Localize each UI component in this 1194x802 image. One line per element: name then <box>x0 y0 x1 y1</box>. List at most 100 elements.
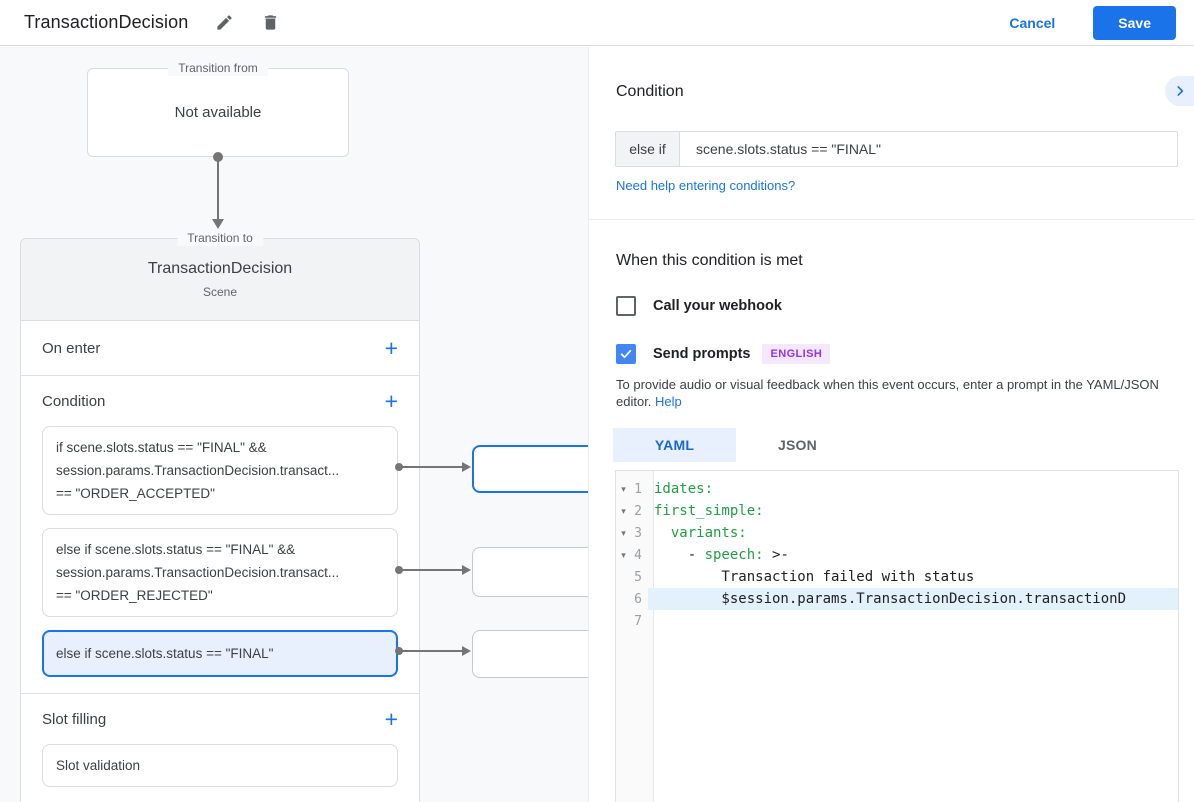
condition-list: if scene.slots.status == "FINAL" && sessi… <box>42 426 398 677</box>
fold-arrow-icon[interactable]: ▾ <box>621 505 626 516</box>
yaml-text-token: $session.params.TransactionDecision.tran… <box>654 591 1127 607</box>
editor-gutter <box>616 471 654 802</box>
cancel-button[interactable]: Cancel <box>1009 14 1056 31</box>
line-number: 4 <box>634 547 642 563</box>
slot-filling-section: Slot filling + Slot validation <box>21 694 419 802</box>
collapse-panel-button[interactable] <box>1165 76 1194 106</box>
send-prompts-label: Send prompts <box>653 346 751 362</box>
on-enter-row[interactable]: On enter + <box>21 321 419 376</box>
transition-to-card: Transition to TransactionDecision Scene … <box>20 231 420 802</box>
condition-prefix-label: else if <box>616 132 680 166</box>
arrow-right-icon <box>462 646 471 656</box>
chevron-right-icon <box>1176 86 1183 96</box>
fold-arrow-icon[interactable]: ▾ <box>621 483 626 494</box>
yaml-key-token: variants: <box>654 525 747 541</box>
connector-line <box>402 569 462 571</box>
add-slot-button[interactable]: + <box>384 706 398 732</box>
arrow-right-icon <box>462 462 471 472</box>
webhook-label: Call your webhook <box>653 298 782 314</box>
code-line-text: - speech: >- <box>648 544 1178 566</box>
code-line-text: $session.params.TransactionDecision.tran… <box>648 588 1178 610</box>
yaml-key-token: first_simple: <box>654 503 764 519</box>
send-prompts-checkbox[interactable] <box>616 344 636 364</box>
condition-item-line: session.params.TransactionDecision.trans… <box>56 463 340 478</box>
transition-to-legend: Transition to <box>177 231 263 246</box>
line-number: 6 <box>634 591 642 607</box>
condition-item-line: == "ORDER_REJECTED" <box>56 588 213 603</box>
line-number: 7 <box>634 613 642 629</box>
prompt-hint-text: To provide audio or visual feedback when… <box>616 377 1168 410</box>
conditions-help-link[interactable]: Need help entering conditions? <box>616 178 796 193</box>
line-number: 1 <box>634 481 642 497</box>
condition-section: Condition + if scene.slots.status == "FI… <box>21 376 419 694</box>
slot-filling-head: Slot filling + <box>42 706 398 732</box>
condition-item-line: if scene.slots.status == "FINAL" && <box>56 440 267 455</box>
webhook-checkbox[interactable] <box>616 296 636 316</box>
condition-expression-input[interactable] <box>680 132 1177 166</box>
hint-body: To provide audio or visual feedback when… <box>616 377 1159 409</box>
hint-help-link[interactable]: Help <box>655 393 682 409</box>
add-on-enter-button[interactable]: + <box>384 335 398 361</box>
fold-arrow-icon[interactable]: ▾ <box>621 549 626 560</box>
editor-line[interactable]: 6 $session.params.TransactionDecision.tr… <box>616 588 1178 610</box>
condition-item-line: else if scene.slots.status == "FINAL" && <box>56 542 296 557</box>
language-badge: ENGLISH <box>762 344 831 364</box>
checkmark-icon <box>620 349 632 359</box>
destination-scene-box-selected[interactable] <box>472 445 588 493</box>
when-condition-heading: When this condition is met <box>616 252 803 269</box>
destination-scene-box[interactable] <box>472 630 588 678</box>
save-button[interactable]: Save <box>1093 5 1176 40</box>
condition-item-selected[interactable]: else if scene.slots.status == "FINAL" <box>42 630 398 677</box>
fold-arrow-icon[interactable]: ▾ <box>621 527 626 538</box>
page-title: TransactionDecision <box>24 12 189 32</box>
transition-from-legend: Transition from <box>168 61 268 76</box>
trash-icon <box>264 15 276 30</box>
editor-tabs: YAML JSON <box>613 428 859 462</box>
scene-flow-diagram: Transition from Not available Transition… <box>0 47 588 802</box>
add-condition-button[interactable]: + <box>384 388 398 414</box>
line-number: 2 <box>634 503 642 519</box>
panel-divider <box>589 219 1194 220</box>
yaml-text-token: - <box>654 547 705 563</box>
editor-line[interactable]: 7 <box>616 610 1178 632</box>
condition-detail-panel: Condition else if Need help entering con… <box>588 47 1194 802</box>
slot-validation-item[interactable]: Slot validation <box>42 744 398 787</box>
condition-item[interactable]: if scene.slots.status == "FINAL" && sessi… <box>42 426 398 515</box>
condition-item-line: else if scene.slots.status == "FINAL" <box>56 646 274 661</box>
condition-section-head: Condition + <box>42 388 398 414</box>
slot-filling-label: Slot filling <box>42 710 107 728</box>
editor-line[interactable]: ▾ 4 - speech: >- <box>616 544 1178 566</box>
condition-section-label: Condition <box>42 392 106 410</box>
connector-dot <box>395 463 403 471</box>
panel-condition-heading: Condition <box>616 83 684 100</box>
scene-subtitle: Scene <box>202 285 238 299</box>
editor-line[interactable]: ▾ 2 first_simple: <box>616 500 1178 522</box>
connector-line <box>402 466 462 468</box>
condition-item[interactable]: else if scene.slots.status == "FINAL" &&… <box>42 528 398 617</box>
connector-line <box>217 159 219 219</box>
editor-line[interactable]: ▾ 3 variants: <box>616 522 1178 544</box>
condition-item-line: session.params.TransactionDecision.trans… <box>56 565 340 580</box>
yaml-key-token: speech: <box>704 547 764 563</box>
editor-line[interactable]: ▾ 1 idates: <box>616 478 1178 500</box>
code-line-text <box>648 610 1178 632</box>
yaml-key-token: idates: <box>654 481 714 497</box>
webhook-row: Call your webhook <box>616 296 782 316</box>
line-number: 5 <box>634 569 642 585</box>
tab-yaml[interactable]: YAML <box>613 428 736 462</box>
delete-button[interactable] <box>260 13 280 33</box>
editor-line[interactable]: 5 Transaction failed with status <box>616 566 1178 588</box>
yaml-editor[interactable]: ▾ 1 idates: ▾ 2 first_simple: ▾ 3 variants: ▾ 4 -… <box>615 470 1179 802</box>
code-line-text: idates: <box>648 478 1178 500</box>
scene-card-header: TransactionDecision Scene <box>21 239 419 321</box>
scene-title: TransactionDecision <box>147 260 293 277</box>
edit-button[interactable] <box>214 13 234 33</box>
on-enter-label: On enter <box>42 339 101 357</box>
line-number: 3 <box>634 525 642 541</box>
destination-scene-box[interactable] <box>472 547 588 597</box>
connector-line <box>402 650 462 652</box>
connector-dot <box>213 152 223 162</box>
tab-json[interactable]: JSON <box>778 437 817 453</box>
prompts-row: Send prompts ENGLISH <box>616 344 831 364</box>
